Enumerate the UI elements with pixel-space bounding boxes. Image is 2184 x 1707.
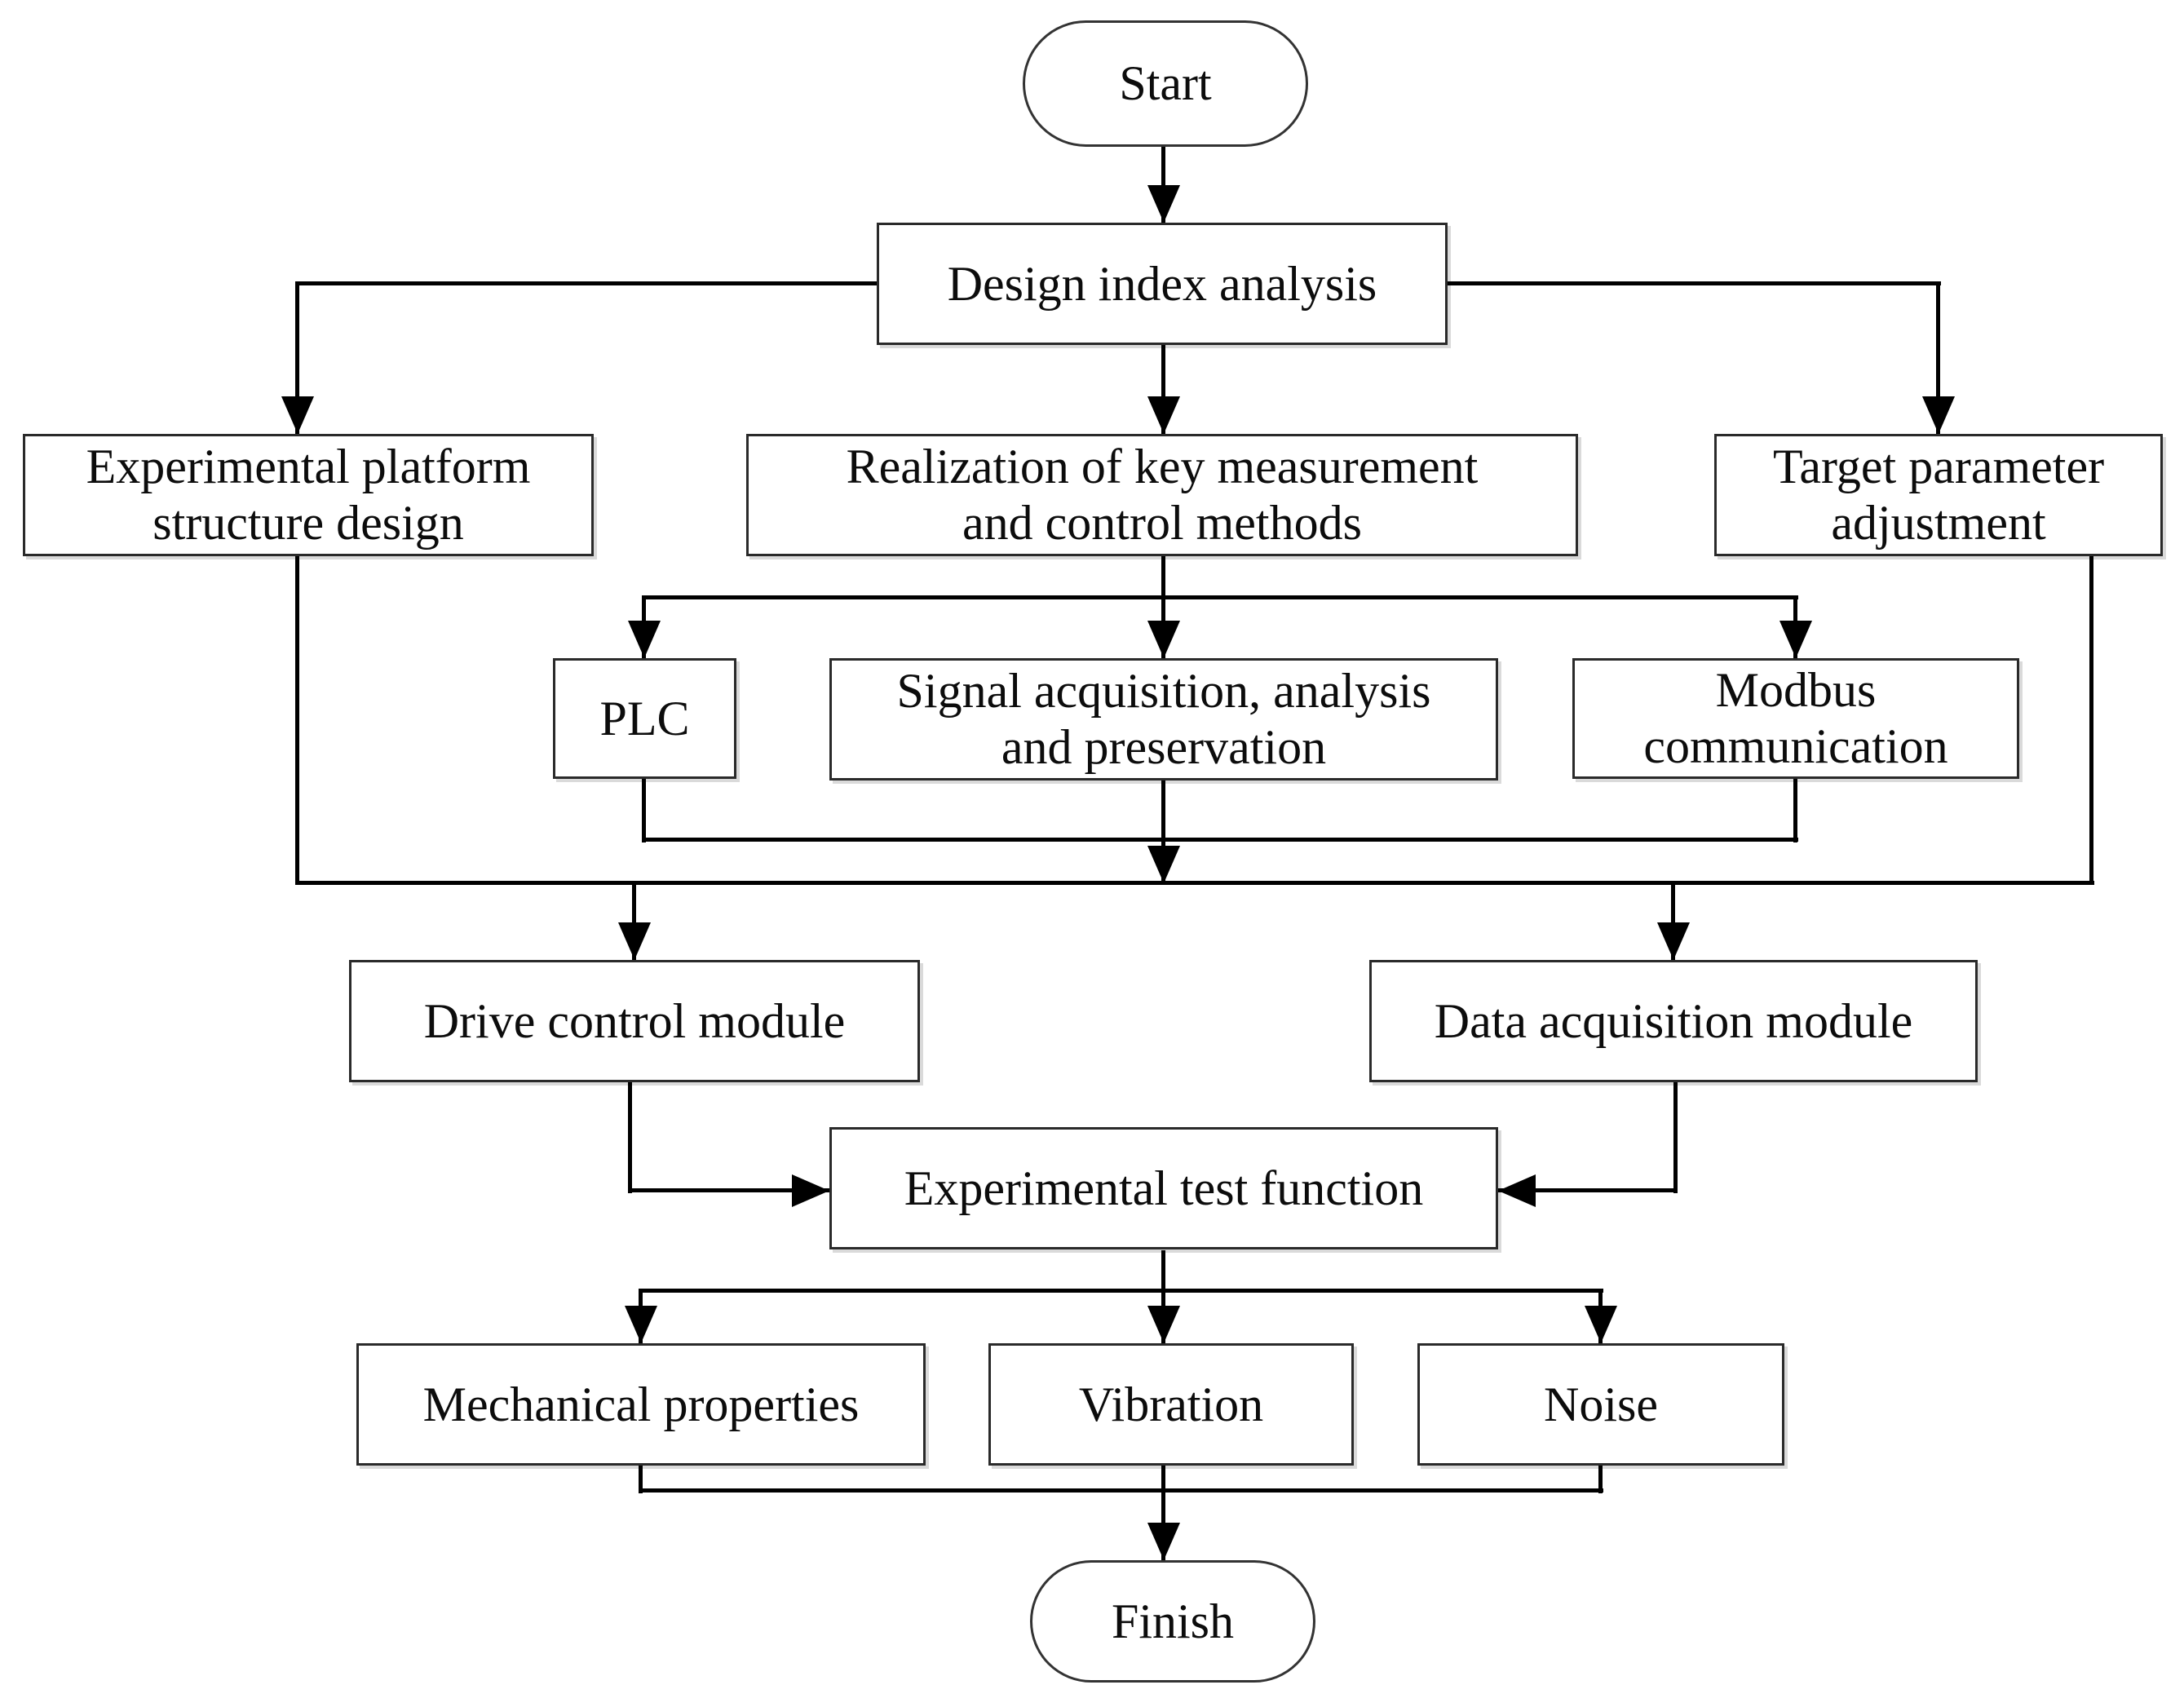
edge-signal-down-arrowhead-icon — [1147, 846, 1180, 883]
edge-design-right-arrowhead-icon — [1922, 396, 1955, 434]
node-drive-control-label: Drive control module — [423, 993, 846, 1048]
edge-finish-arrowhead-icon — [1147, 1523, 1180, 1560]
node-experimental-test-label: Experimental test function — [904, 1161, 1424, 1215]
node-noise: Noise — [1417, 1343, 1784, 1466]
edge-tee-plc-arrowhead-icon — [628, 621, 661, 658]
edge-design-right-hline — [1448, 281, 1941, 285]
node-target-parameter-adjustment: Target parameter adjustment — [1714, 434, 2163, 556]
edge-data-test-hline — [1498, 1188, 1676, 1192]
edge-data-test-vline — [1673, 1082, 1678, 1193]
node-vibration-label: Vibration — [1078, 1377, 1264, 1431]
edge-realization-stem-line — [1161, 556, 1165, 658]
edge-signal-down-line — [1161, 781, 1165, 883]
node-modbus-label: Modbus communication — [1643, 663, 1948, 773]
edge-design-left-arrowhead-icon — [281, 396, 314, 434]
edge-design-right-vline — [1936, 281, 1940, 434]
edge-collector-bus-hline — [295, 881, 2094, 885]
edge-tee-vibration-arrowhead-icon — [1147, 1306, 1180, 1343]
edge-experimental-platform-drop-line — [295, 556, 299, 883]
node-finish: Finish — [1030, 1560, 1315, 1683]
edge-modbus-down-line — [1793, 779, 1797, 842]
node-drive-control-module: Drive control module — [349, 960, 920, 1082]
edge-bus-drive-vline — [632, 881, 636, 960]
edge-tee-modbus-arrowhead-icon — [1779, 621, 1812, 658]
edge-junction-hline — [642, 838, 1798, 842]
node-design-index-analysis: Design index analysis — [877, 223, 1448, 345]
edge-test-tee-hline — [639, 1289, 1603, 1293]
node-experimental-platform-structure-design: Experimental platform structure design — [23, 434, 594, 556]
edge-plc-down-line — [642, 779, 646, 842]
edge-data-test-arrowhead-icon — [1498, 1174, 1536, 1207]
edge-bottom-collector-hline — [639, 1488, 1603, 1493]
node-experimental-test-function: Experimental test function — [829, 1127, 1498, 1249]
node-realization-label: Realization of key measurement and contr… — [846, 440, 1479, 550]
node-mechanical-label: Mechanical properties — [422, 1377, 860, 1431]
edge-design-left-hline — [298, 281, 877, 285]
edge-target-drop-line — [2089, 556, 2093, 883]
node-noise-label: Noise — [1544, 1377, 1658, 1431]
edge-drive-test-arrowhead-icon — [792, 1174, 829, 1207]
edge-noise-down-line — [1598, 1466, 1603, 1493]
node-finish-label: Finish — [1111, 1594, 1235, 1648]
edge-test-stem-line — [1161, 1250, 1165, 1343]
node-realization-key-measurement: Realization of key measurement and contr… — [746, 434, 1578, 556]
edge-tee-mechanical-arrowhead-icon — [625, 1306, 657, 1343]
node-vibration: Vibration — [988, 1343, 1354, 1466]
edge-start-design-line — [1161, 147, 1165, 223]
edge-bus-drive-arrowhead-icon — [618, 922, 651, 960]
edge-tee-noise-arrowhead-icon — [1585, 1306, 1617, 1343]
edge-drive-test-vline — [628, 1082, 632, 1193]
node-modbus-communication: Modbus communication — [1572, 658, 2019, 779]
node-data-acquisition-module: Data acquisition module — [1369, 960, 1978, 1082]
edge-mechanical-down-line — [639, 1466, 643, 1493]
node-target-parameter-label: Target parameter adjustment — [1772, 440, 2105, 550]
edge-realization-tee-hline — [642, 595, 1798, 599]
node-signal-acquisition: Signal acquisition, analysis and preserv… — [829, 658, 1498, 781]
node-start-label: Start — [1119, 56, 1212, 110]
node-plc-label: PLC — [599, 691, 690, 745]
edge-vibration-finish-line — [1161, 1466, 1165, 1560]
edge-tee-signal-arrowhead-icon — [1147, 621, 1180, 658]
edge-design-realization-arrowhead-icon — [1147, 396, 1180, 434]
edge-bus-data-arrowhead-icon — [1657, 922, 1690, 960]
edge-drive-test-hline — [628, 1188, 829, 1192]
edge-start-design-arrowhead-icon — [1147, 185, 1180, 223]
node-data-acquisition-label: Data acquisition module — [1434, 993, 1913, 1048]
node-mechanical-properties: Mechanical properties — [356, 1343, 926, 1466]
edge-bus-data-vline — [1671, 881, 1675, 960]
node-signal-acquisition-label: Signal acquisition, analysis and preserv… — [896, 664, 1431, 774]
edge-design-realization-line — [1161, 345, 1165, 434]
node-start: Start — [1023, 20, 1308, 147]
edge-design-left-vline — [295, 281, 299, 434]
node-plc: PLC — [553, 658, 736, 779]
node-design-index-analysis-label: Design index analysis — [947, 256, 1377, 311]
node-experimental-platform-label: Experimental platform structure design — [86, 440, 531, 550]
